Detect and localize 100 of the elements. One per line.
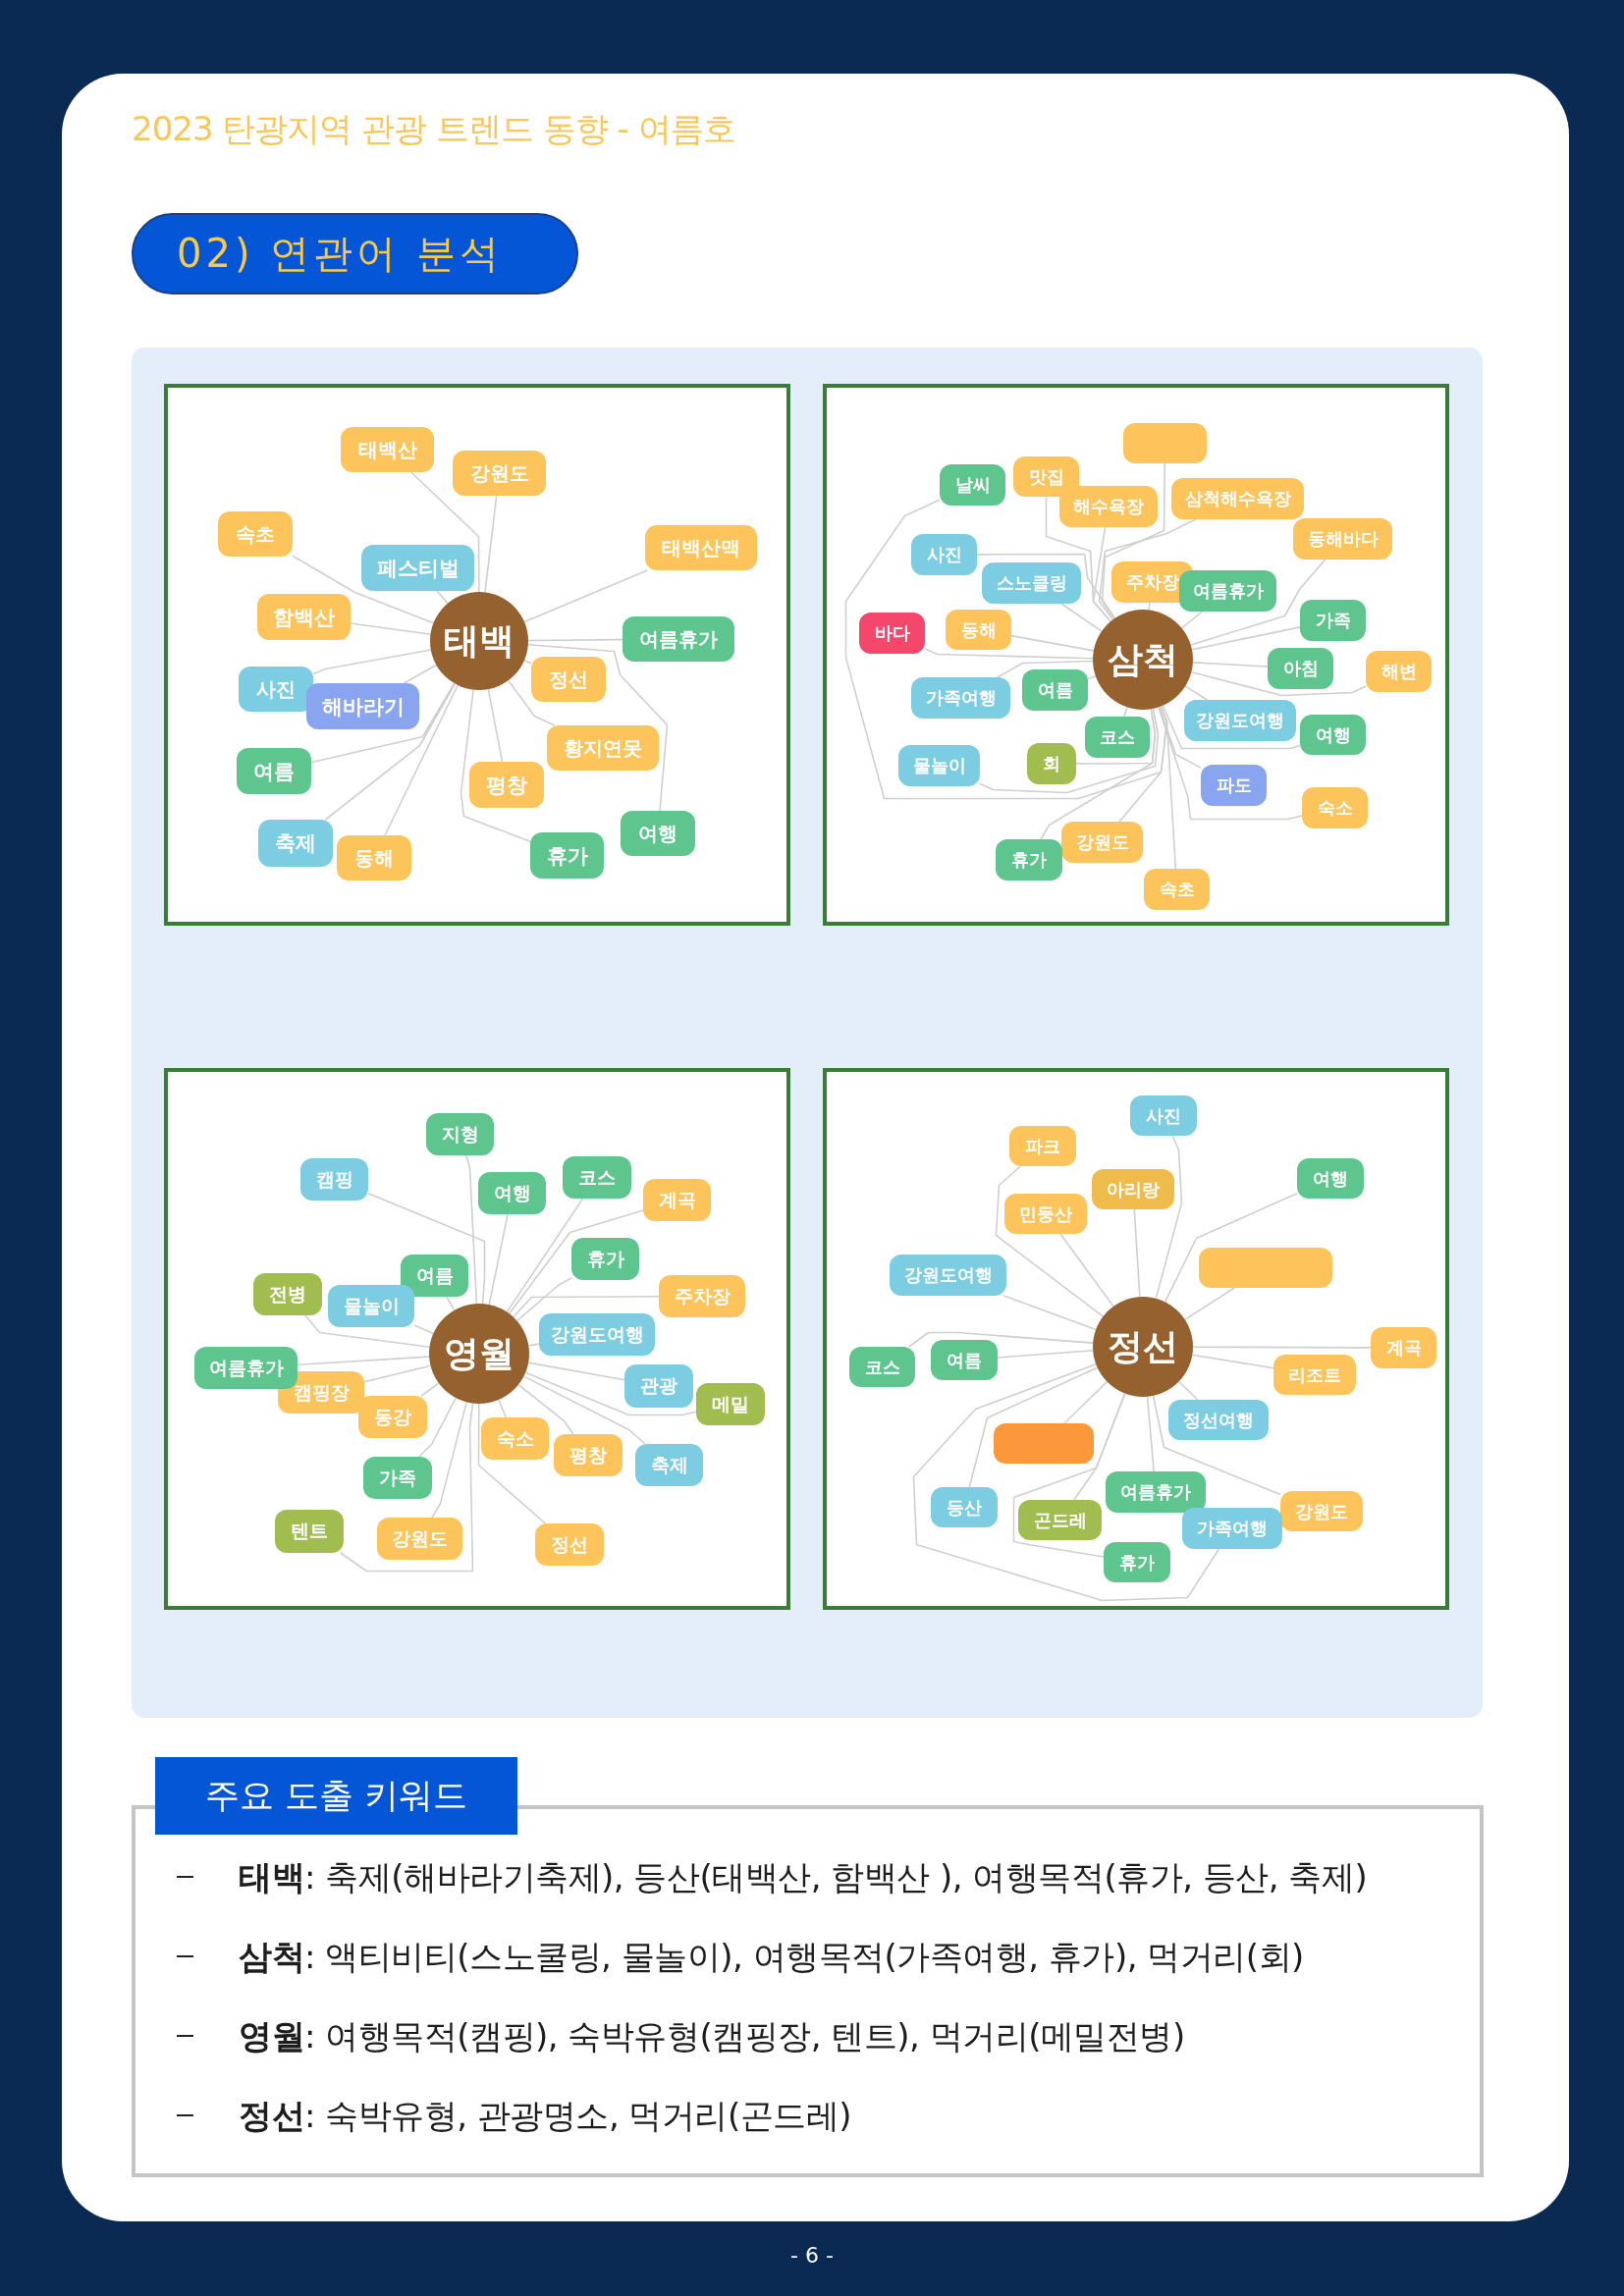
connector-line [1146, 1396, 1155, 1472]
blank-tag [1199, 1248, 1332, 1288]
keyword-tag: 맛집 [1013, 456, 1079, 497]
connector-line [1155, 1135, 1183, 1300]
keyword-tag: 물놀이 [328, 1285, 414, 1327]
keyword-tag: 속초 [1144, 869, 1210, 910]
connector-line [522, 1375, 646, 1445]
keyword-tag: 가족여행 [1182, 1508, 1282, 1549]
connector-line [367, 1192, 486, 1305]
keyword-tag: 해바라기 [306, 683, 419, 729]
keyword-tag: 속초 [218, 511, 293, 557]
connector-line [524, 1371, 697, 1416]
keyword-tag: 동강 [358, 1396, 427, 1438]
connector-line [1184, 1287, 1235, 1321]
connector-line [310, 682, 456, 764]
keyword-tag: 휴가 [571, 1238, 639, 1280]
connector-line [420, 1382, 440, 1397]
keyword-tag: 함백산 [257, 594, 351, 640]
connector-line [1133, 1208, 1141, 1298]
connector-line [304, 1314, 431, 1349]
blank-tag [1123, 423, 1207, 463]
keyword-tag: 해수욕장 [1059, 486, 1158, 527]
keyword-tag: 아리랑 [1092, 1169, 1174, 1209]
keyword-tag: 강원도 [453, 451, 546, 496]
connector-line [912, 1363, 1220, 1602]
keyword-tag: 휴가 [1104, 1542, 1170, 1582]
connector-line [1060, 603, 1103, 632]
keyword-tag: 태백산 [341, 427, 434, 472]
keyword-tag: 숙소 [481, 1417, 549, 1460]
keyword-tag: 평창 [554, 1434, 623, 1476]
keyword-tag: 파크 [1009, 1126, 1076, 1166]
connector-line [1092, 526, 1111, 622]
keyword-tag: 여름휴가 [1106, 1471, 1206, 1513]
page-header-title: 2023 탄광지역 관광 트렌드 동향 - 여름호 [132, 108, 735, 150]
connector-line [512, 1296, 660, 1318]
keyword-tag: 강원도여행 [890, 1255, 1006, 1296]
connector-line [523, 659, 532, 665]
keyword-tag: 회 [1027, 743, 1076, 784]
keyword-summary-line: 영월: 여행목적(캠핑), 숙박유형(캠핑장, 텐트), 먹거리(메밀전병) [239, 2015, 1185, 2057]
connector-line [924, 647, 1094, 660]
keyword-tag: 리조트 [1273, 1355, 1356, 1395]
keyword-tag: 휴가 [530, 832, 604, 879]
connector-line [1087, 674, 1097, 680]
connector-line [908, 1331, 1094, 1348]
keyword-tag: 강원도 [1280, 1491, 1363, 1531]
connector-line [1152, 1395, 1281, 1496]
keyword-tag: 가족 [1300, 600, 1366, 641]
connector-line [1040, 708, 1157, 840]
connector-line [508, 1209, 644, 1314]
keyword-tag: 민둥산 [1004, 1194, 1087, 1234]
keyword-tag: 정선 [531, 657, 606, 702]
keyword-tag: 강원도여행 [539, 1313, 655, 1356]
connector-line [1123, 706, 1128, 718]
network-panel [164, 384, 790, 926]
keyword-tag: 축제 [258, 820, 333, 867]
connector-line [1010, 634, 1095, 652]
keyword-tag: 날씨 [940, 464, 1005, 506]
connector-line [487, 688, 504, 763]
connector-line [1192, 1346, 1372, 1349]
connector-line [1059, 1233, 1114, 1308]
keyword-tag: 평창 [469, 762, 544, 808]
keyword-tag: 코스 [849, 1347, 915, 1387]
keyword-tag: 황지연못 [547, 725, 659, 771]
keyword-tag: 동해 [337, 835, 411, 881]
keyword-tag: 코스 [1085, 717, 1150, 758]
keyword-tag: 관광 [624, 1364, 693, 1408]
connector-line [527, 1362, 625, 1381]
keyword-tag: 사진 [911, 534, 977, 575]
keyword-tag: 태백산맥 [645, 525, 757, 570]
keyword-tag: 축제 [635, 1444, 703, 1486]
keyword-tag: 가족 [363, 1457, 432, 1499]
connector-line [324, 682, 457, 821]
connector-line [976, 553, 1116, 619]
keyword-tag: 강원도여행 [1184, 700, 1296, 741]
keyword-tag: 숙소 [1302, 787, 1368, 828]
keyword-tag: 곤드레 [1018, 1500, 1102, 1540]
network-panel [823, 384, 1449, 926]
section-tab: 주요 도출 키워드 [155, 1757, 517, 1835]
connector-line [1177, 1380, 1199, 1401]
keyword-tag: 삼척해수욕장 [1171, 478, 1304, 519]
connector-line [527, 644, 669, 812]
keyword-tag: 여행 [621, 811, 695, 856]
keyword-tag: 강원도 [377, 1518, 462, 1560]
keyword-tag: 파도 [1201, 765, 1267, 806]
keyword-tag: 강원도 [1061, 822, 1143, 863]
keyword-tag: 캠핑 [300, 1158, 368, 1201]
connector-line [1158, 706, 1303, 821]
connector-line [507, 679, 556, 726]
keyword-tag: 여름 [931, 1340, 998, 1380]
keyword-summary-line: 정선: 숙박유형, 관광명소, 먹거리(곤드레) [239, 2095, 852, 2137]
connector-line [340, 1402, 474, 1573]
connector-line [436, 590, 449, 605]
connector-line [431, 1401, 467, 1519]
keyword-tag: 지형 [426, 1113, 494, 1155]
connector-line [498, 1399, 508, 1418]
keyword-tag: 계곡 [1371, 1327, 1436, 1368]
connector-line [1063, 1380, 1109, 1424]
hub-circle: 삼척 [1093, 610, 1193, 710]
connector-line [409, 471, 480, 593]
keyword-tag: 여름휴가 [1179, 570, 1276, 612]
